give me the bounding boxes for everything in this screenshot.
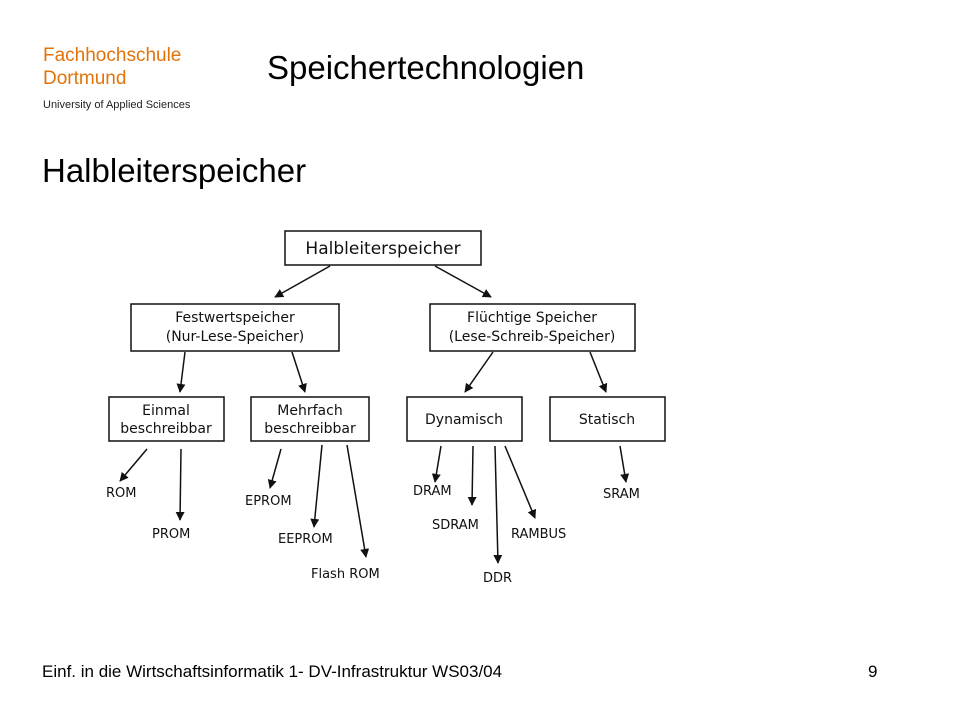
arrow-root-festwert [274,265,331,298]
leaf-flash-rom: Flash ROM [311,567,380,582]
root-box [284,230,482,266]
root-label: Halbleiterspeicher [305,239,460,259]
leaf-dram: DRAM [413,484,452,499]
arrow-mehrfach-flash-rom [346,444,370,558]
arrow-festwert-einmal [176,351,186,393]
leaf-sdram: SDRAM [432,518,479,533]
arrow-einmal-prom [175,448,185,521]
fluechtig-box [429,303,636,352]
einmal-label-2: beschreibbar [120,421,212,437]
leaf-rom: ROM [106,486,136,501]
mehrfach-box [250,396,370,442]
arrow-mehrfach-eprom [267,448,282,489]
arrow-dynamisch-dram [431,445,442,483]
einmal-box [108,396,225,442]
leaf-sram: SRAM [603,487,640,502]
einmal-label-1: Einmal [142,403,190,419]
arrow-dynamisch-rambus [504,445,537,519]
festwert-label-1: Festwertspeicher [175,310,295,326]
node-labels: Halbleiterspeicher Festwertspeicher (Nur… [120,239,635,437]
arrow-festwert-mehrfach [291,351,307,393]
arrow-einmal-rom [119,448,148,482]
statisch-label: Statisch [579,412,635,428]
leaf-prom: PROM [152,527,190,542]
dynamisch-box [406,396,523,442]
statisch-box [549,396,666,442]
arrow-mehrfach-eeprom [310,444,323,528]
leaf-ddr: DDR [483,571,512,586]
mehrfach-label-2: beschreibbar [264,421,356,437]
footer-course-title: Einf. in die Wirtschaftsinformatik 1- DV… [42,662,503,681]
fluechtig-label-1: Flüchtige Speicher [467,310,597,326]
arrow-root-fluechtig [434,265,492,298]
mehrfach-label-1: Mehrfach [277,403,342,419]
logo-subtitle: University of Applied Sciences [43,99,191,111]
logo-line2: Dortmund [43,68,127,89]
festwert-box [130,303,340,352]
arrow-dynamisch-ddr [493,445,503,564]
leaf-eprom: EPROM [245,494,292,509]
arrow-fluechtig-statisch [589,351,608,393]
festwert-label-2: (Nur-Lese-Speicher) [166,329,305,345]
node-boxes [108,230,666,442]
connector-arrows [119,265,630,564]
leaf-rambus: RAMBUS [511,527,566,542]
leaf-labels: ROM PROM EPROM EEPROM Flash ROM DRAM SDR… [106,484,640,586]
dynamisch-label: Dynamisch [425,412,503,428]
arrow-dynamisch-sdram [467,445,477,506]
slide-title: Speichertechnologien [267,49,585,86]
arrow-fluechtig-dynamisch [464,351,494,393]
leaf-eeprom: EEPROM [278,532,333,547]
logo-line1: Fachhochschule [43,45,182,66]
section-heading: Halbleiterspeicher [42,152,307,189]
fluechtig-label-2: (Lese-Schreib-Speicher) [449,329,616,345]
arrow-statisch-sram [619,445,630,483]
page-number: 9 [868,662,878,681]
